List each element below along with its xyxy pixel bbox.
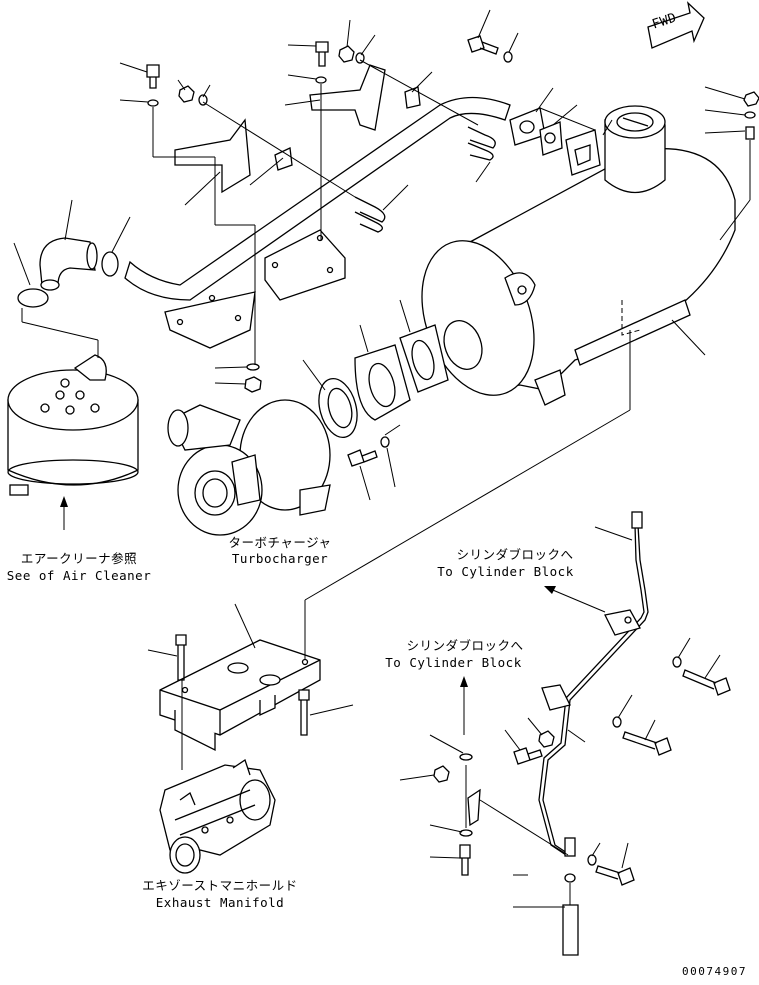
u-bolts (354, 126, 496, 233)
support-plates (164, 64, 421, 349)
drain-tubes (467, 511, 649, 956)
cylinder-block-label-2-en: To Cylinder Block (385, 655, 522, 670)
cylinder-block-label-2-jp: シリンダブロックへ (406, 638, 524, 653)
direction-arrows (60, 496, 606, 735)
air-cleaner-label-en: See of Air Cleaner (6, 568, 152, 583)
muffler (421, 105, 736, 406)
exhaust-manifold-label-jp: エキゾーストマニホールド (142, 878, 298, 893)
leader-lines (13, 9, 751, 908)
air-cleaner-label-jp: エアークリーナ参照 (20, 551, 138, 566)
nuts-washers (147, 45, 759, 866)
drawing-number: 00074907 (682, 965, 747, 978)
bolts (146, 35, 731, 886)
turbocharger-label-jp: ターボチャージャ (228, 535, 332, 550)
cylinder-block-label-1-jp: シリンダブロックへ (456, 547, 574, 562)
intake-pipe (124, 96, 511, 301)
turbocharger (167, 399, 331, 536)
air-cleaner (7, 354, 139, 496)
exhaust-manifold (159, 758, 276, 874)
upper-gaskets (509, 107, 563, 156)
turbocharger-label-en: Turbocharger (231, 551, 329, 566)
exhaust-manifold-label-en: Exhaust Manifold (155, 895, 285, 910)
cylinder-block-label-1-en: To Cylinder Block (437, 564, 574, 579)
manifold-spacer-plate (159, 639, 321, 752)
fwd-arrow (647, 1, 705, 49)
lower-gaskets (318, 324, 449, 438)
elbow-hose (17, 237, 119, 308)
